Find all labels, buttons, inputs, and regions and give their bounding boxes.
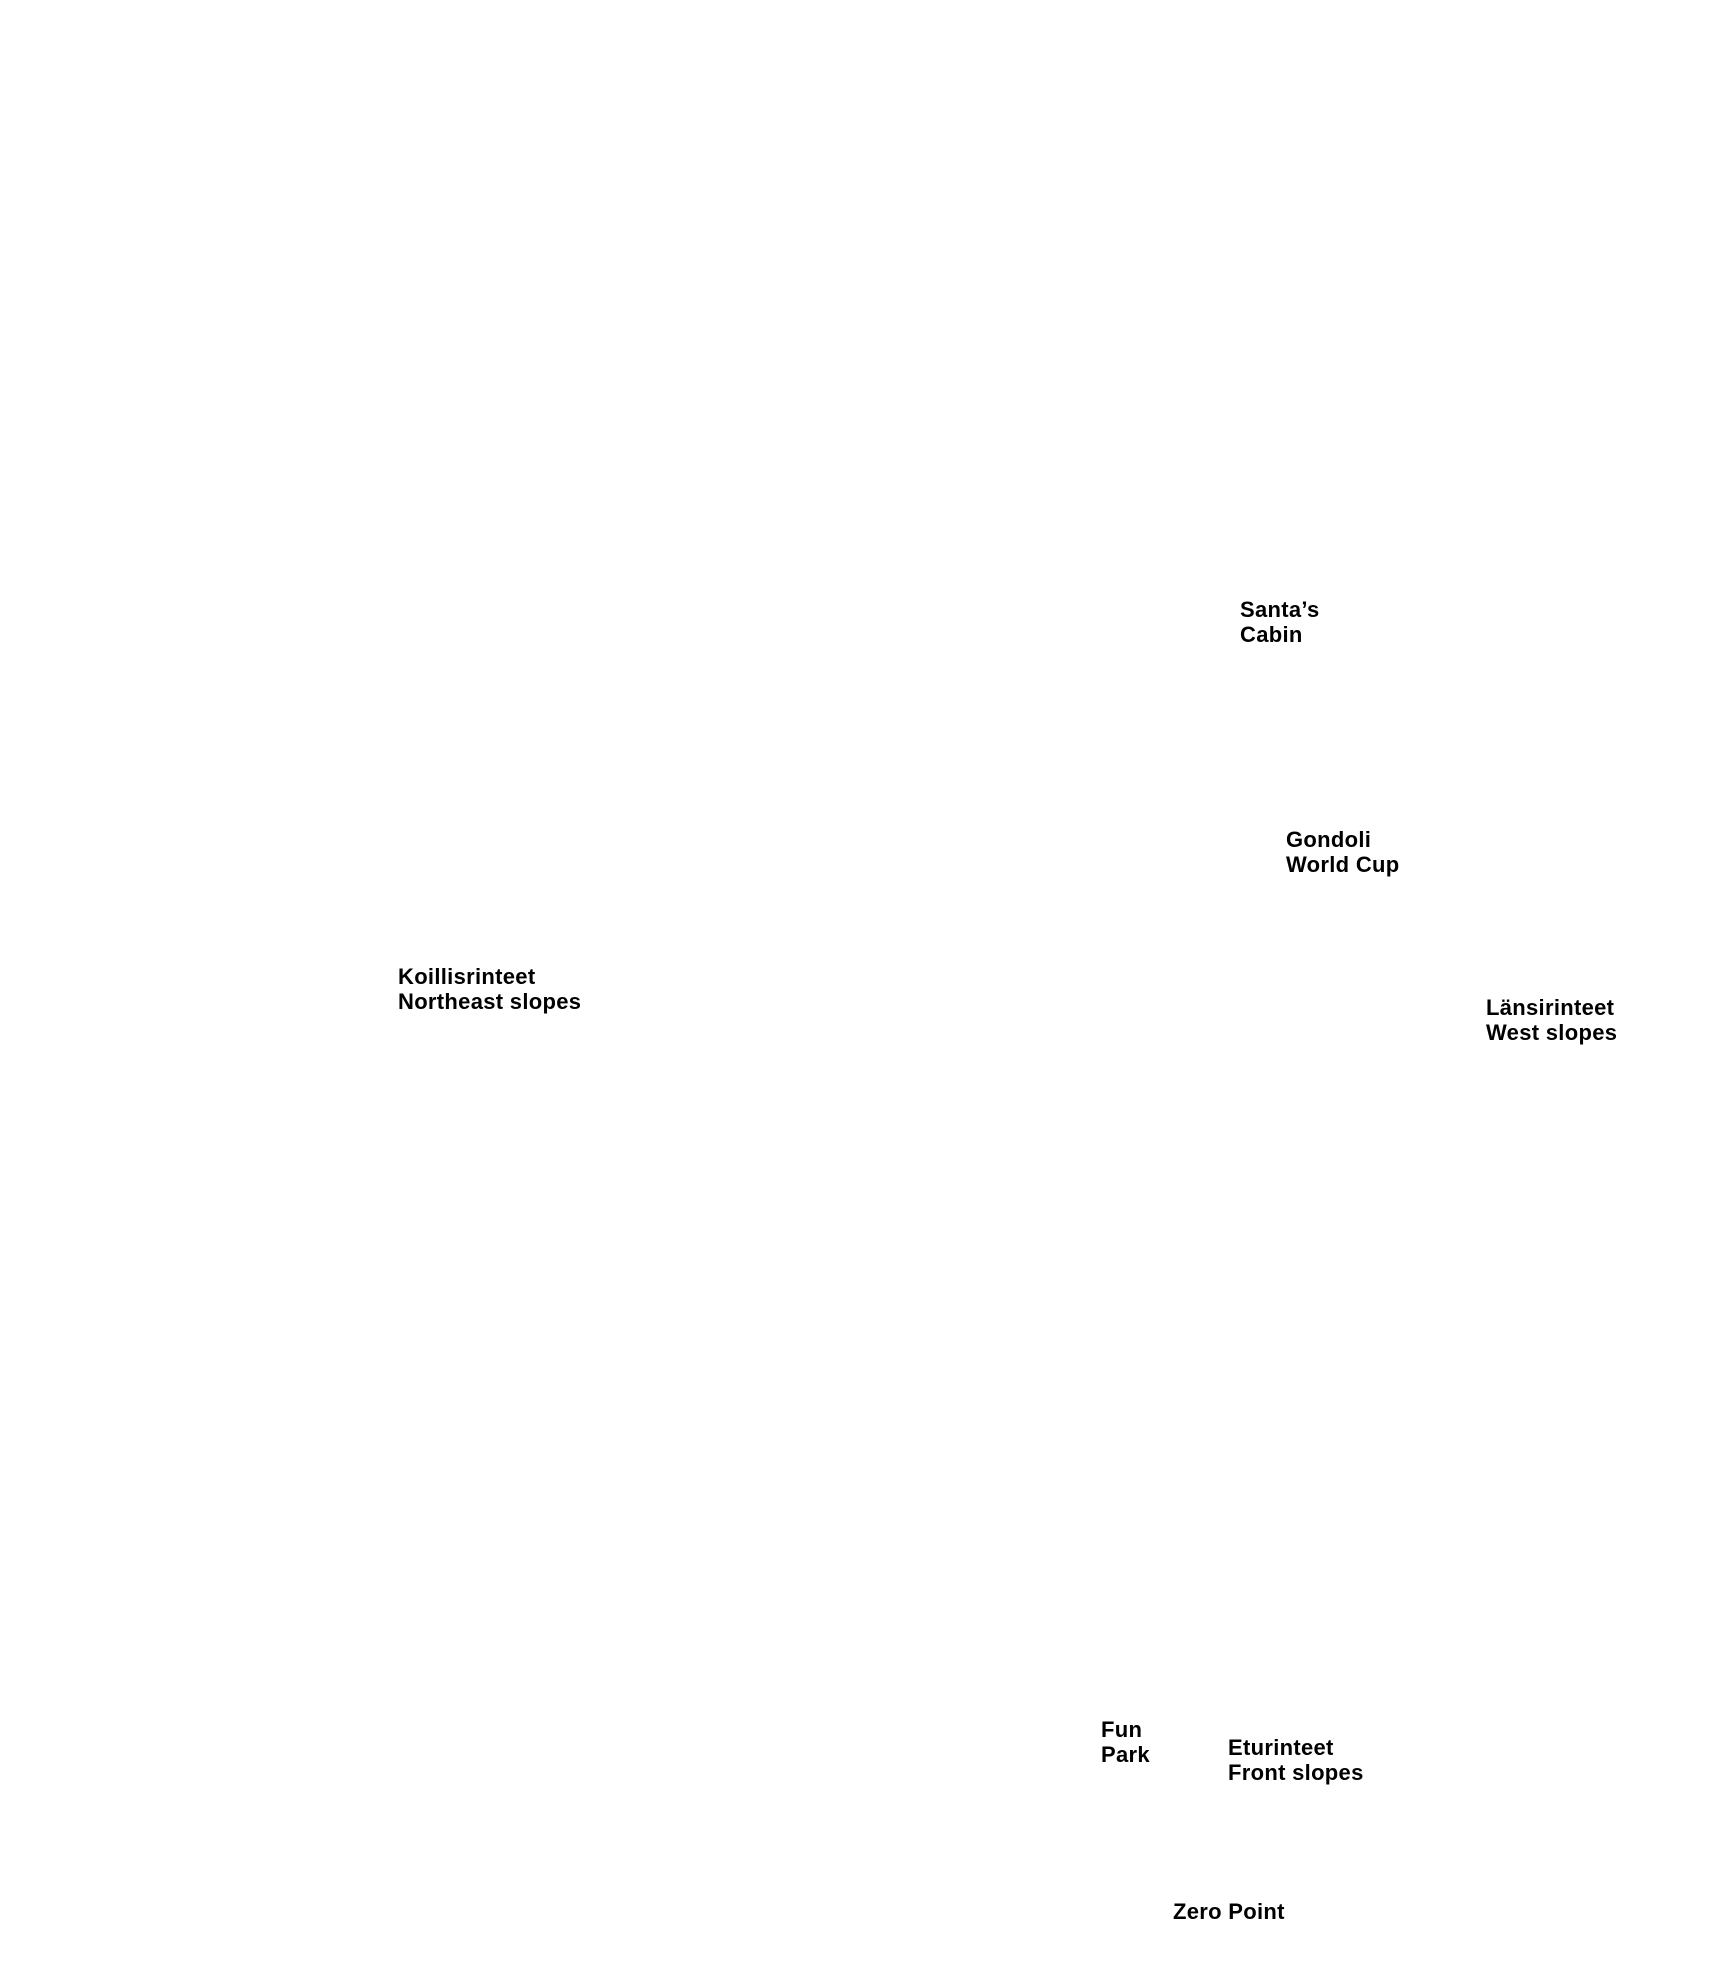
label-santas-cabin: Santa’s Cabin bbox=[1240, 597, 1320, 647]
label-front-line1: Eturinteet bbox=[1228, 1735, 1334, 1760]
label-gondoli-line2: World Cup bbox=[1286, 852, 1400, 877]
label-fun-park-line2: Park bbox=[1101, 1742, 1150, 1767]
label-gondoli-line1: Gondoli bbox=[1286, 827, 1372, 852]
label-west-line2: West slopes bbox=[1486, 1020, 1618, 1045]
label-west-slopes: Länsirinteet West slopes bbox=[1486, 995, 1617, 1045]
label-gondoli-world-cup: Gondoli World Cup bbox=[1286, 827, 1400, 877]
label-front-slopes: Eturinteet Front slopes bbox=[1228, 1735, 1364, 1785]
label-northeast-line2: Northeast slopes bbox=[398, 989, 582, 1014]
label-fun-park: Fun Park bbox=[1101, 1717, 1150, 1767]
label-northeast-line1: Koillisrinteet bbox=[398, 964, 536, 989]
label-zero-point-line1: Zero Point bbox=[1173, 1899, 1285, 1924]
label-fun-park-line1: Fun bbox=[1101, 1717, 1143, 1742]
label-northeast-slopes: Koillisrinteet Northeast slopes bbox=[398, 964, 581, 1014]
label-zero-point: Zero Point bbox=[1173, 1899, 1285, 1924]
label-front-line2: Front slopes bbox=[1228, 1760, 1364, 1785]
label-santas-cabin-line1: Santa’s bbox=[1240, 597, 1320, 622]
label-santas-cabin-line2: Cabin bbox=[1240, 622, 1303, 647]
label-west-line1: Länsirinteet bbox=[1486, 995, 1615, 1020]
